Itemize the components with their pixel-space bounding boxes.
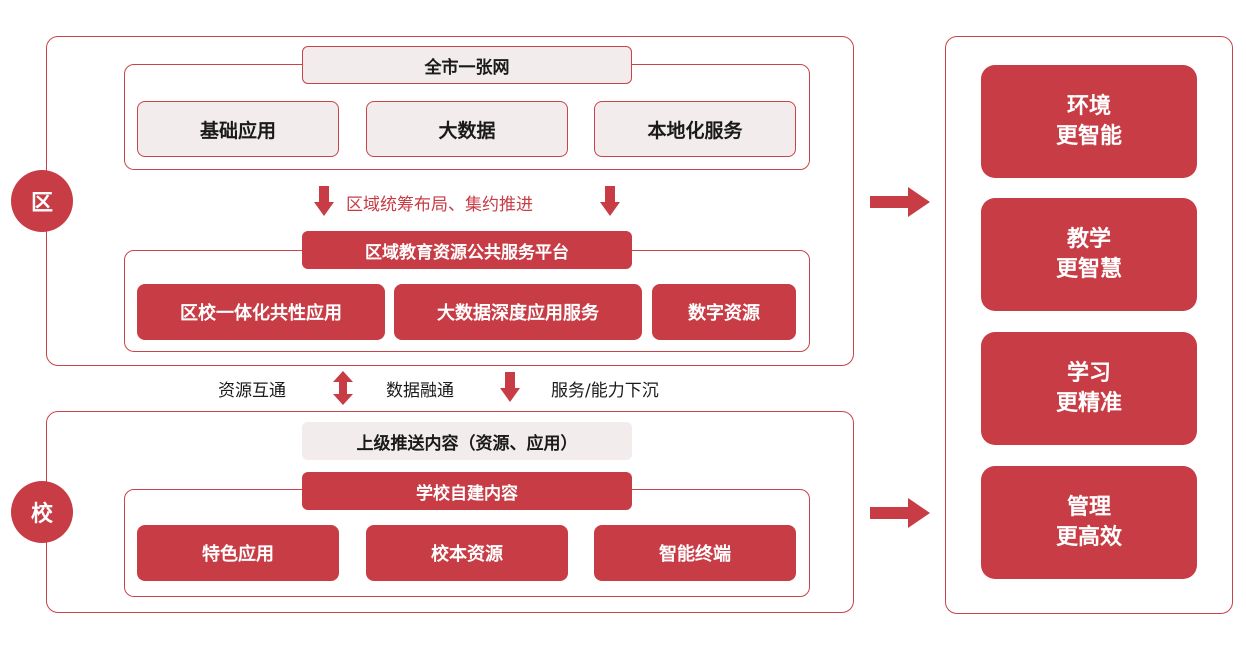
- basic-apps-box: 基础应用: [137, 101, 339, 157]
- outcome-line2: 更智能: [1055, 123, 1122, 149]
- up-down-arrow-icon: [333, 371, 353, 405]
- self-built-tab: 学校自建内容: [302, 472, 632, 510]
- city-network-tab: 全市一张网: [302, 46, 632, 84]
- pushed-content-tab: 上级推送内容（资源、应用）: [302, 422, 632, 460]
- right-arrow-icon: [870, 187, 930, 217]
- down-arrow-icon: [600, 186, 620, 216]
- outcome-line1: 学习: [1066, 360, 1111, 386]
- down-arrow-icon: [500, 372, 520, 402]
- service-sink-text: 服务/能力下沉: [551, 381, 659, 401]
- featured-apps-box: 特色应用: [137, 525, 339, 581]
- outcome-teaching: 教学 更智慧: [981, 198, 1197, 311]
- resource-interop-text: 资源互通: [218, 381, 286, 401]
- right-arrow-icon: [870, 498, 930, 528]
- outcome-line2: 更高效: [1055, 524, 1122, 550]
- digital-resources-box: 数字资源: [652, 284, 796, 340]
- smart-terminal-box: 智能终端: [594, 525, 796, 581]
- data-fusion-text: 数据融通: [386, 381, 454, 401]
- outcome-line1: 教学: [1066, 226, 1111, 252]
- outcome-line2: 更精准: [1055, 390, 1122, 416]
- big-data-box: 大数据: [366, 101, 568, 157]
- integrated-apps-box: 区校一体化共性应用: [137, 284, 385, 340]
- outcome-environment: 环境 更智能: [981, 65, 1197, 178]
- school-resources-box: 校本资源: [366, 525, 568, 581]
- outcome-line1: 管理: [1066, 494, 1111, 520]
- outcome-line1: 环境: [1066, 93, 1111, 119]
- big-data-service-box: 大数据深度应用服务: [394, 284, 642, 340]
- outcome-line2: 更智慧: [1055, 256, 1122, 282]
- district-circle: 区: [11, 170, 73, 232]
- down-arrow-icon: [314, 186, 334, 216]
- school-circle: 校: [11, 481, 73, 543]
- local-service-box: 本地化服务: [594, 101, 796, 157]
- regional-planning-text: 区域统筹布局、集约推进: [346, 195, 533, 215]
- platform-tab: 区域教育资源公共服务平台: [302, 231, 632, 269]
- outcome-learning: 学习 更精准: [981, 332, 1197, 445]
- outcome-management: 管理 更高效: [981, 466, 1197, 579]
